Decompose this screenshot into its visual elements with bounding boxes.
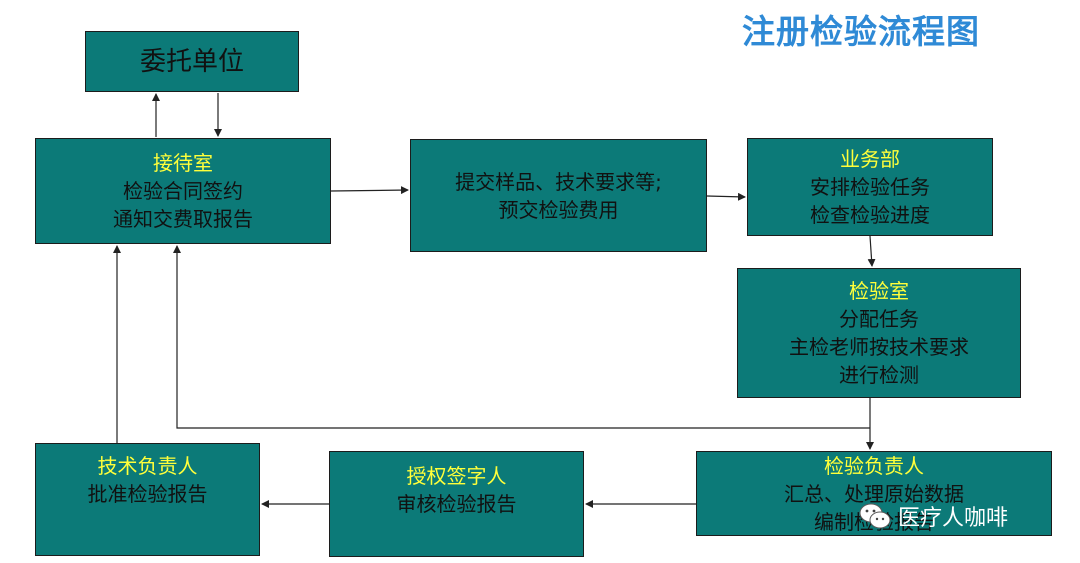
- box-submit-line-2: 预交检验费用: [498, 198, 619, 222]
- box-client-line-1: 委托单位: [139, 46, 244, 77]
- box-tech-heading: 技术负责人: [97, 454, 198, 478]
- box-business-line-1: 安排检验任务: [810, 175, 930, 199]
- box-lab-line-2: 主检老师按技术要求: [789, 335, 969, 359]
- box-client: 委托单位: [85, 31, 299, 92]
- box-tech-line-1: 批准检验报告: [87, 482, 208, 506]
- diagram-title: 注册检验流程图: [742, 12, 980, 51]
- box-inspector-line-1: 汇总、处理原始数据: [784, 481, 964, 506]
- arrow-business-to-lab: [867, 235, 876, 267]
- box-signer-heading: 授权签字人: [406, 464, 507, 488]
- arrow-submit-to-business: [706, 192, 746, 201]
- box-inspector-heading: 检验负责人: [824, 453, 924, 478]
- watermark: 医疗人咖啡: [858, 493, 1008, 539]
- box-tech: 技术负责人 批准检验报告: [35, 443, 260, 556]
- box-reception-line-1: 检验合同签约: [123, 179, 243, 203]
- box-reception: 接待室 检验合同签约 通知交费取报告: [35, 138, 331, 244]
- box-lab: 检验室 分配任务 主检老师按技术要求 进行检测: [737, 268, 1021, 398]
- box-signer: 授权签字人 审核检验报告: [329, 451, 584, 557]
- box-reception-heading: 接待室: [153, 151, 213, 175]
- box-lab-line-3: 进行检测: [839, 363, 919, 387]
- box-business-heading: 业务部: [840, 147, 900, 171]
- watermark-text: 医疗人咖啡: [898, 506, 1009, 531]
- box-business: 业务部 安排检验任务 检查检验进度: [747, 138, 993, 236]
- box-reception-line-2: 通知交费取报告: [113, 207, 253, 231]
- wechat-icon: [859, 503, 891, 529]
- box-submit-line-1: 提交样品、技术要求等;: [455, 170, 662, 194]
- box-submit: 提交样品、技术要求等; 预交检验费用: [410, 139, 707, 252]
- box-signer-line-1: 审核检验报告: [396, 492, 517, 516]
- box-lab-heading: 检验室: [849, 279, 909, 303]
- arrow-reception-to-submit: [330, 186, 409, 195]
- box-business-line-2: 检查检验进度: [810, 203, 930, 227]
- box-lab-line-1: 分配任务: [839, 307, 919, 331]
